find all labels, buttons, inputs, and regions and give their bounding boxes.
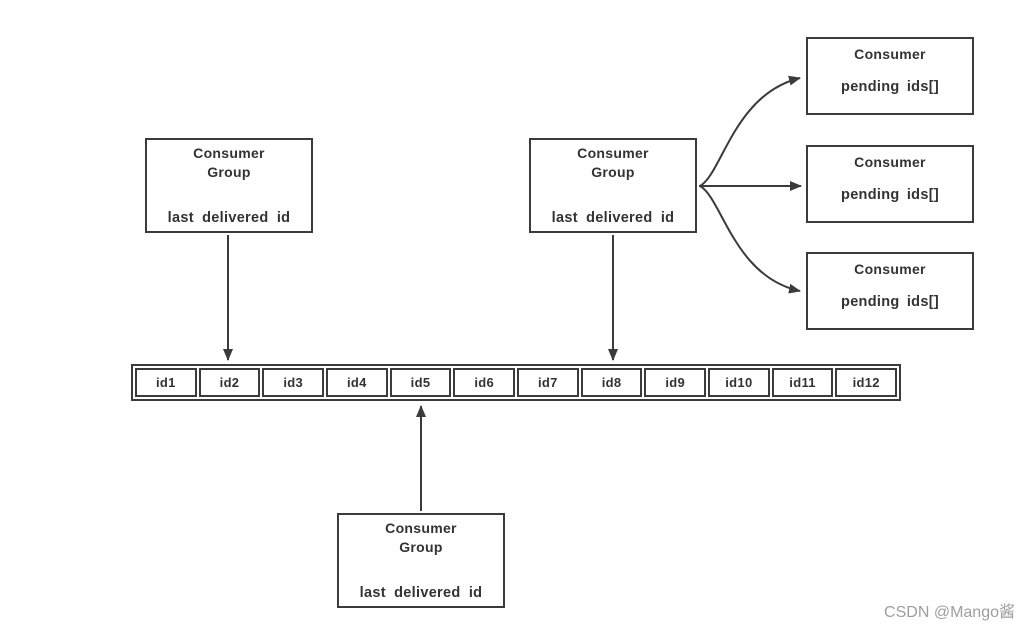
consumer-group-title-line1: Consumer [385,520,457,536]
stream-cell-id10: id10 [708,368,770,397]
consumer-box-middle: Consumer pending ids[] [806,145,974,223]
stream-cell-id8: id8 [580,368,643,397]
consumer-group-title: Consumer Group [193,144,265,182]
consumer-title: Consumer [854,261,926,277]
stream-cell-id1: id1 [135,368,197,397]
pending-ids-label: pending ids[] [841,294,939,310]
csdn-watermark: CSDN @Mango酱 [884,604,1015,621]
last-delivered-id-label: last delivered id [167,210,291,226]
last-delivered-id-label: last delivered id [359,585,483,601]
pending-ids-label: pending ids[] [841,79,939,95]
consumer-group-title-line2: Group [207,164,251,180]
consumer-group-title-line2: Group [591,164,635,180]
stream-cell-id3: id3 [262,368,325,397]
stream-row: id1 id2 id3 id4 id5 id6 id7 id8 id9 id10… [131,364,901,401]
consumer-group-title-line1: Consumer [193,145,265,161]
last-delivered-id-label: last delivered id [551,210,675,226]
consumer-box-top: Consumer pending ids[] [806,37,974,115]
consumer-title: Consumer [854,46,926,62]
stream-cell-id5: id5 [389,368,452,397]
arrow-group-to-consumer-top [699,75,801,187]
consumer-box-bottom: Consumer pending ids[] [806,252,974,330]
consumer-group-box-bottom: Consumer Group last delivered id [337,513,505,608]
consumer-group-box-middle: Consumer Group last delivered id [529,138,697,233]
arrow-group-to-consumer-bottom [699,185,801,294]
stream-cell-id12: id12 [835,368,898,397]
stream-cell-id2: id2 [198,368,261,397]
consumer-group-title-line2: Group [399,539,443,555]
pending-ids-label: pending ids[] [841,187,939,203]
stream-cell-id11: id11 [771,368,834,397]
stream-cell-id9: id9 [644,368,707,397]
consumer-group-title: Consumer Group [385,519,457,557]
stream-cell-id6: id6 [453,368,516,397]
stream-cell-id4: id4 [326,368,388,397]
consumer-title: Consumer [854,154,926,170]
consumer-group-title-line1: Consumer [577,145,649,161]
consumer-group-title: Consumer Group [577,144,649,182]
stream-cell-id7: id7 [517,368,579,397]
consumer-group-box-left: Consumer Group last delivered id [145,138,313,233]
